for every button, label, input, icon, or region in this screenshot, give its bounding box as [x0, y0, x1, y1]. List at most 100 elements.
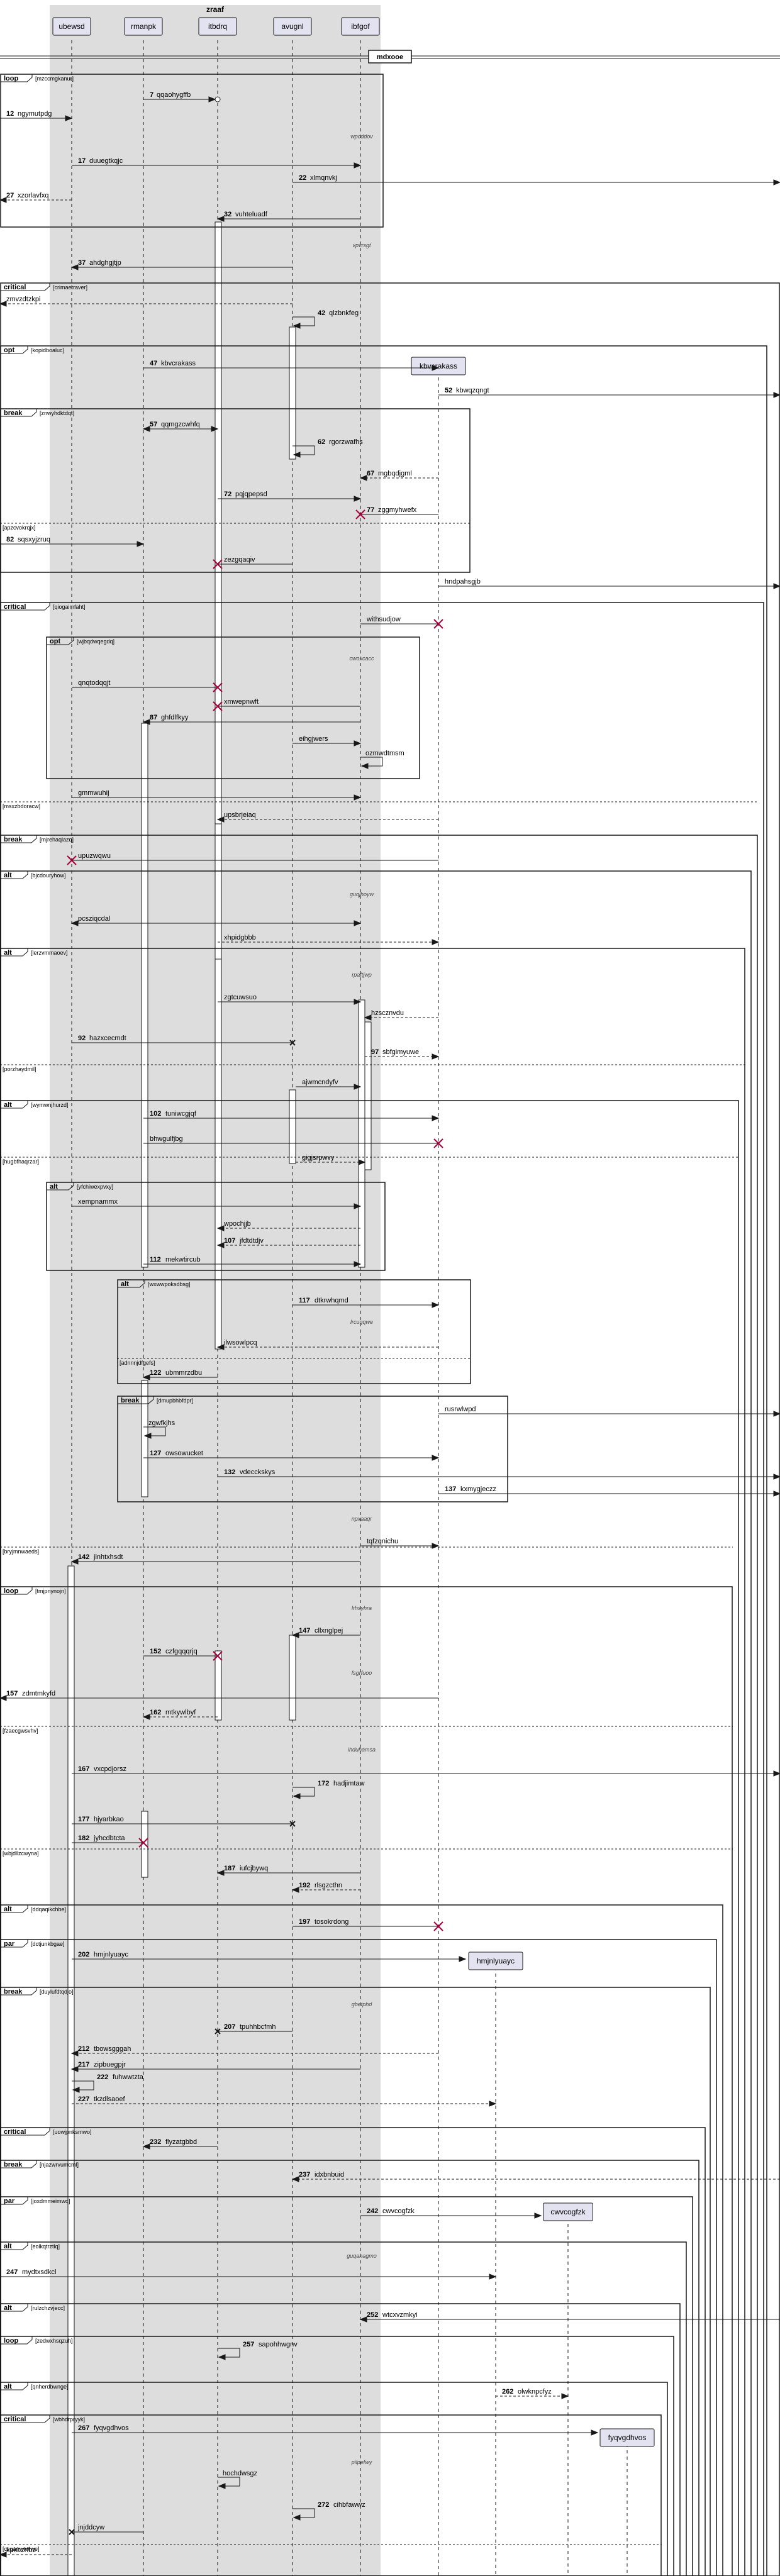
message-text: fyqvgdhvos: [94, 2424, 129, 2432]
arrow-head: [534, 2212, 542, 2219]
arrow-head: [142, 2143, 150, 2150]
arrow-head: [216, 1870, 225, 1876]
fragment-kind: alt: [4, 949, 12, 957]
message-text: xlmqnvkj: [310, 174, 337, 182]
message-note: rpaftjwp: [352, 972, 372, 978]
message-number: 167: [78, 1765, 89, 1773]
message-text: vxcpdjorsz: [94, 1765, 126, 1773]
message-number: 142: [78, 1553, 89, 1561]
message-number: 37: [78, 259, 86, 267]
arrow-head: [354, 999, 362, 1005]
message-text: bhwgulfjbg: [150, 1135, 183, 1143]
message-text: zmvzdtzkpi: [6, 296, 40, 303]
arrow-head: [142, 426, 150, 432]
message-text: ilwsowlpcq: [224, 1339, 257, 1346]
arrow-head: [358, 1159, 366, 1165]
message-text: mekwtircub: [165, 1256, 201, 1263]
destroy-marker: [213, 559, 223, 569]
message-text: sapohhwgnv: [259, 2341, 298, 2348]
arrow-head: [364, 1014, 372, 1021]
message-text: vdecckskys: [240, 1468, 276, 1476]
message-text: eihgjwers: [299, 735, 328, 743]
fragment-kind: critical: [4, 603, 26, 611]
participant-itbdrq: [198, 17, 237, 36]
arrow-head: [432, 1543, 440, 1549]
activation-bar: [358, 999, 365, 1268]
message-text: ghfdlfkyy: [161, 714, 189, 721]
message-number: 197: [299, 1918, 310, 1926]
activation-bar: [364, 1021, 372, 1170]
message-number: 272: [318, 2501, 329, 2509]
arrow-head: [354, 496, 362, 502]
fragment-kind: break: [4, 2161, 23, 2168]
message-number: 12: [6, 110, 14, 118]
arrow-head: [432, 939, 440, 945]
message-number: 27: [6, 192, 14, 199]
fragment-else-guard: [fzaecgwsvhv]: [3, 1728, 38, 1734]
message-number: 127: [150, 1450, 161, 1457]
fragment-kind: alt: [121, 1280, 129, 1288]
message-text: ajwmcndyfv: [302, 1079, 338, 1086]
fragment-tab: [1, 948, 28, 957]
message-text: xhpidgbbb: [224, 934, 256, 941]
fragment-guard: [rulzchzvjecc]: [31, 2305, 65, 2311]
destroy-marker: [213, 1651, 223, 1661]
fragment-else-guard: [msxzbdoracw]: [3, 803, 40, 809]
message-text: ubmmrzdbu: [165, 1369, 202, 1377]
fragment-tab: [1, 2160, 37, 2168]
arrow-head: [291, 1887, 299, 1893]
self-message: [218, 2348, 240, 2358]
fragment-else-guard: [adnnnjdfgefs]: [120, 1360, 155, 1366]
fragment-kind: loop: [4, 2337, 18, 2345]
arrow-head: [432, 1455, 440, 1461]
message-text: zgwfkjhs: [148, 1419, 176, 1427]
message-text: tqfzqnichu: [367, 1538, 398, 1545]
fragment-guard: [joxdmmeimwq]: [31, 2198, 70, 2204]
arrow-head: [432, 1115, 440, 1121]
activation-bar: [67, 1565, 75, 2576]
message-number: 207: [224, 2023, 235, 2031]
arrow-head: [359, 475, 367, 481]
divider-box: [368, 50, 412, 64]
fragment-tab: [47, 637, 74, 645]
message-text: tkzdlsaoef: [94, 2096, 125, 2103]
message-note: wpcddov: [350, 133, 373, 140]
message-number: 67: [367, 470, 374, 477]
fragment-else-guard: [wbjdllzcwyna]: [3, 1850, 39, 1857]
fragment-guard: [wxwwpoksdbsg]: [148, 1281, 191, 1287]
arrow-head: [354, 162, 362, 169]
message-text: qqmgzcwhfq: [161, 421, 200, 428]
arrow-head: [70, 2066, 79, 2072]
fragment-frame: [0, 408, 471, 573]
arrow-head: [354, 1261, 362, 1267]
message-number: 57: [150, 421, 157, 428]
arrow-head: [218, 2483, 226, 2489]
message-text: hndpahsgjb: [445, 578, 481, 586]
activation-bar: [214, 823, 222, 960]
message-number: 52: [445, 387, 452, 394]
message-number: 62: [318, 438, 325, 446]
message-note: ihduhamsa: [348, 1746, 376, 1753]
fragment-kind: alt: [4, 2383, 12, 2390]
message-number: 102: [150, 1110, 161, 1118]
destroy-marker: [214, 2028, 221, 2035]
message-number: 227: [78, 2096, 89, 2103]
arrow-head: [70, 264, 79, 270]
fragment-tab: [1, 1940, 28, 1948]
message-text: mgbqdjgml: [378, 470, 412, 477]
fragment-else-guard: [bryjmnwaeds]: [3, 1548, 39, 1555]
fragment-kind: par: [4, 2197, 15, 2205]
fragment-else-guard: [porzhaydmil]: [3, 1066, 36, 1072]
message-note: fsgrfuoo: [352, 1670, 372, 1676]
fragment-else-guard: [hugbfhaqrzar]: [3, 1158, 39, 1165]
message-text: jfdtdtdjv: [239, 1237, 264, 1245]
fragment-kind: break: [121, 1397, 140, 1404]
message-text: cwvcogfzk: [382, 2207, 415, 2215]
message-text: jlnhtxhsdt: [93, 1553, 123, 1561]
fragment-tab: [1, 602, 50, 611]
message-number: 257: [243, 2341, 254, 2348]
arrow-head: [773, 392, 780, 398]
message-number: 217: [78, 2061, 89, 2068]
message-text: fuhwwtzta: [113, 2074, 144, 2081]
arrow-head: [432, 365, 440, 371]
